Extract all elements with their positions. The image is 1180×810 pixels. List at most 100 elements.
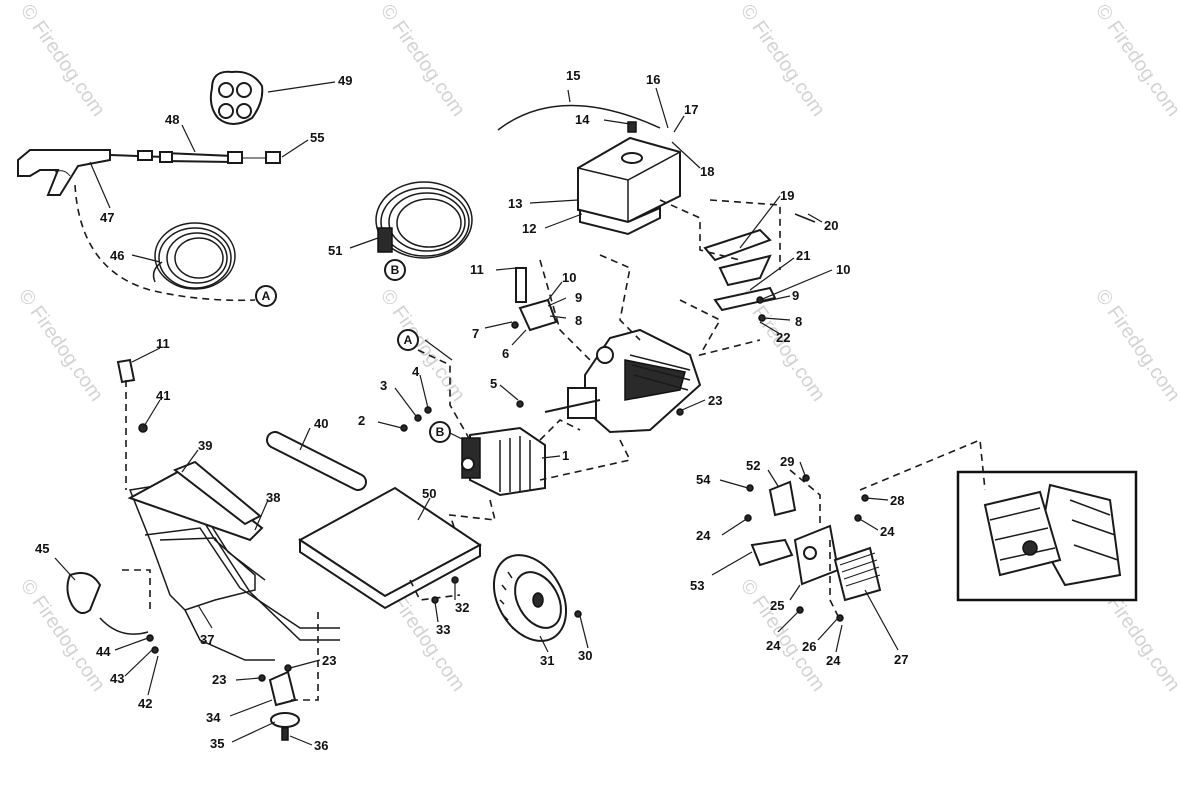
watermark-2: © Firedog.com (376, 0, 469, 120)
callout-48: 48 (165, 112, 179, 127)
callout-11-left: 11 (156, 336, 170, 351)
callout-13: 13 (508, 196, 522, 211)
callout-36: 36 (314, 738, 328, 753)
inlet-hose (375, 181, 473, 259)
callout-24-b: 24 (880, 524, 895, 539)
watermark-4: © Firedog.com (1091, 0, 1180, 120)
base-plate (298, 486, 482, 610)
callout-24-a: 24 (696, 528, 711, 543)
fuel-cap (621, 152, 643, 164)
callout-7: 7 (472, 326, 479, 341)
fuel-line (497, 104, 661, 131)
pressure-hose (74, 184, 256, 302)
handle-grip (116, 358, 136, 384)
extension-wand (164, 151, 233, 164)
callout-23-right: 23 (708, 393, 722, 408)
callout-2: 2 (358, 413, 365, 428)
callout-24-c: 24 (766, 638, 781, 653)
assembly-lines (122, 199, 986, 701)
fuel-tank (577, 121, 681, 236)
callout-46: 46 (110, 248, 124, 263)
callout-5: 5 (490, 376, 497, 391)
callout-15: 15 (566, 68, 580, 83)
callout-21: 21 (796, 248, 810, 263)
nozzle (265, 151, 281, 164)
callout-32: 32 (455, 600, 469, 615)
detail-inset (956, 470, 1138, 602)
callout-55: 55 (310, 130, 324, 145)
callout-40: 40 (314, 416, 328, 431)
fasteners (138, 296, 869, 682)
watermark-3: © Firedog.com (736, 0, 829, 120)
callout-30: 30 (578, 648, 592, 663)
callout-52: 52 (746, 458, 760, 473)
callout-12: 12 (522, 221, 536, 236)
callout-25: 25 (770, 598, 784, 613)
callout-37: 37 (200, 632, 214, 647)
callout-1: 1 (562, 448, 569, 463)
wand-coupler (137, 150, 153, 161)
callout-8-right: 8 (795, 314, 802, 329)
hose-hook (66, 572, 102, 615)
callout-42: 42 (138, 696, 152, 711)
callout-23-bottom-left: 23 (212, 672, 226, 687)
callout-33: 33 (436, 622, 450, 637)
crankshaft (544, 399, 601, 413)
callout-9-left: 9 (575, 290, 582, 305)
callout-10-left: 10 (562, 270, 576, 285)
callout-22: 22 (776, 330, 790, 345)
callout-11-top: 11 (470, 262, 484, 277)
control-box (750, 480, 882, 602)
callout-29: 29 (780, 454, 794, 469)
callout-50: 50 (422, 486, 436, 501)
callout-17: 17 (684, 102, 698, 117)
callout-28: 28 (890, 493, 904, 508)
watermark-8: © Firedog.com (1091, 285, 1180, 405)
mounting-bracket (515, 267, 558, 332)
cap-vent (627, 121, 637, 133)
ref-b-pump: B (436, 425, 445, 439)
callout-34: 34 (206, 710, 221, 725)
leader-lines (54, 81, 899, 746)
callout-19: 19 (780, 188, 794, 203)
spray-gun-assembly (17, 149, 281, 196)
callout-45: 45 (35, 541, 49, 556)
wheel (492, 554, 568, 642)
callout-26: 26 (802, 639, 816, 654)
callout-10-right: 10 (836, 262, 850, 277)
callout-3: 3 (380, 378, 387, 393)
callout-31: 31 (540, 653, 554, 668)
callout-53: 53 (690, 578, 704, 593)
callout-41: 41 (156, 388, 170, 403)
callout-20: 20 (824, 218, 838, 233)
reference-markers: A B A B (255, 259, 451, 443)
nozzle-holder (209, 70, 264, 125)
ref-a-pump: A (404, 333, 413, 347)
foot-pad (268, 670, 300, 741)
callout-9-right: 9 (792, 288, 799, 303)
pump (461, 426, 546, 497)
foot-bolt (281, 727, 289, 741)
callout-8-left: 8 (575, 313, 582, 328)
callout-24-d: 24 (826, 653, 841, 668)
watermark-1: © Firedog.com (16, 0, 109, 120)
callout-47: 47 (100, 210, 114, 225)
control-panel (127, 466, 264, 542)
wand-end-fitting (227, 151, 243, 164)
callout-43: 43 (110, 671, 124, 686)
panel-decal (173, 460, 262, 526)
tank-base (579, 206, 661, 236)
callout-54: 54 (696, 472, 711, 487)
callout-6: 6 (502, 346, 509, 361)
callout-27: 27 (894, 652, 908, 667)
ref-a-hose: A (262, 289, 271, 303)
callout-4: 4 (412, 364, 420, 379)
callout-51: 51 (328, 243, 342, 258)
callout-18: 18 (700, 164, 714, 179)
wand-fitting (159, 151, 173, 163)
callout-14: 14 (575, 112, 590, 127)
engine (544, 328, 702, 434)
callout-35: 35 (210, 736, 224, 751)
